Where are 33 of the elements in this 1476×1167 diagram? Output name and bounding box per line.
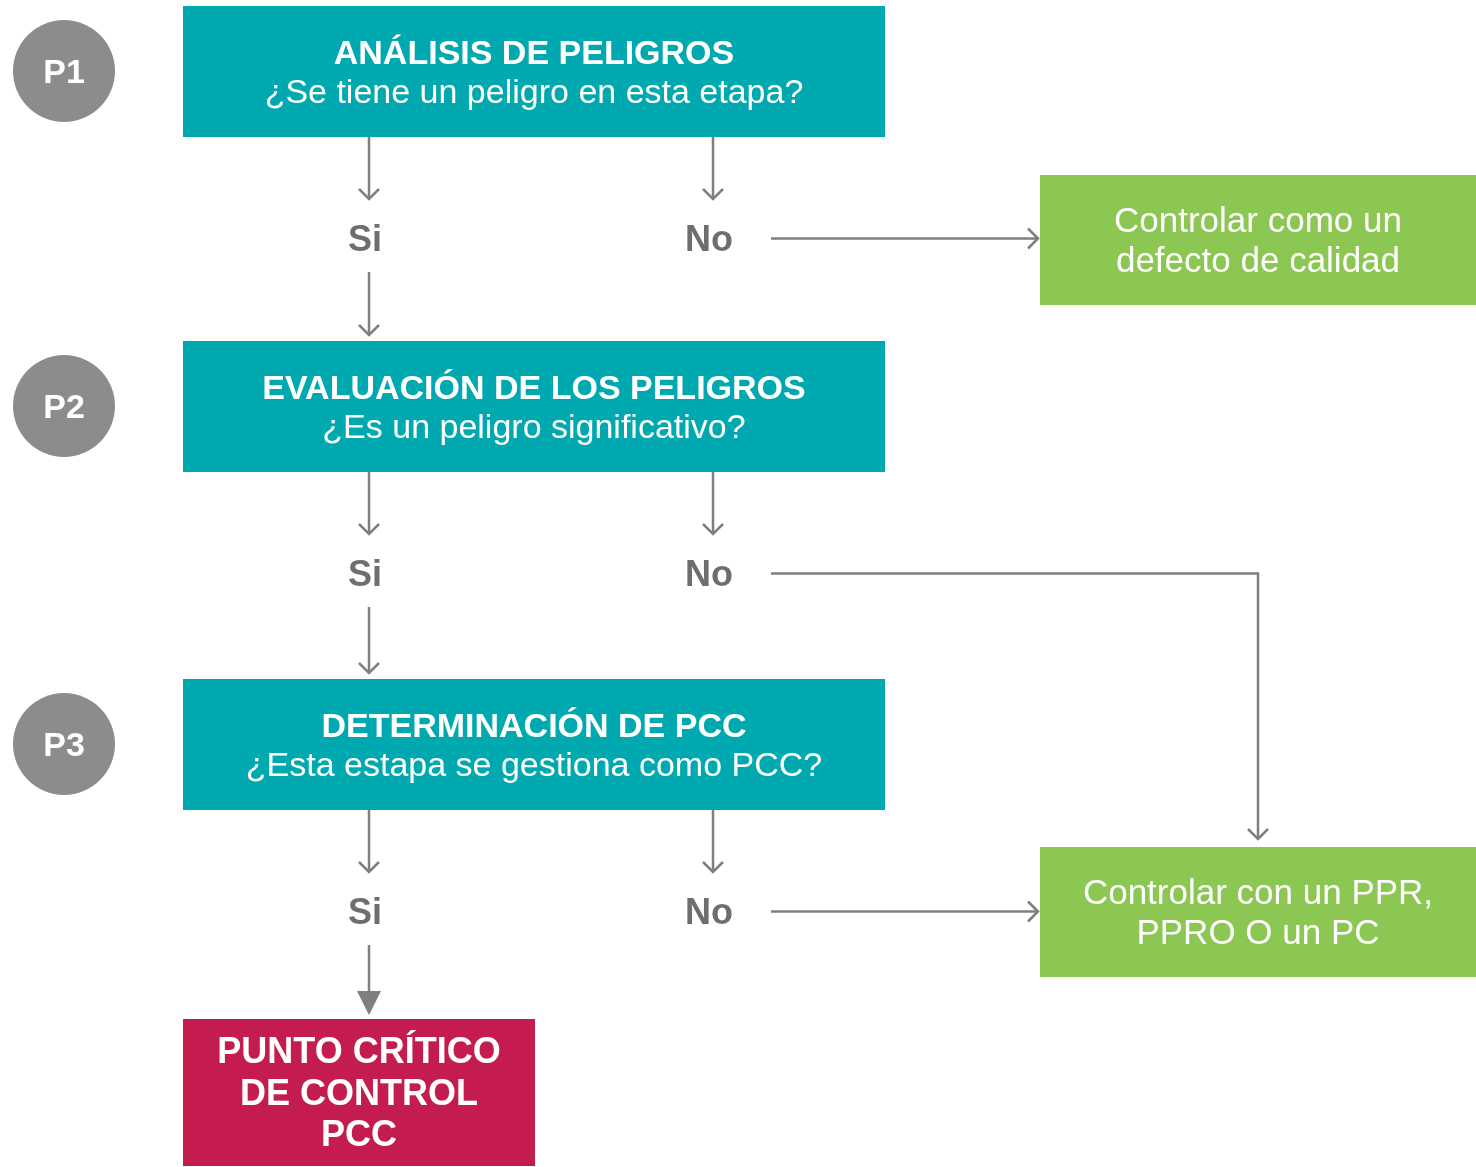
arrow [771, 227, 1040, 250]
answer-label: Si [335, 540, 395, 607]
answer-label: No [675, 205, 743, 272]
box-heading: EVALUACIÓN DE LOS PELIGROS [262, 367, 806, 407]
process-box [183, 679, 885, 810]
step-badge: P2 [13, 355, 115, 457]
answer-label: No [675, 878, 743, 945]
arrow [357, 810, 381, 874]
arrow [701, 810, 725, 874]
process-box [183, 341, 885, 472]
box-heading: DETERMINACIÓN DE PCC [321, 705, 747, 745]
arrow [357, 472, 381, 536]
step-badge: P1 [13, 20, 115, 122]
box-question: ¿Es un peligro significativo? [322, 406, 746, 446]
process-box [183, 6, 885, 137]
arrow [771, 900, 1040, 923]
box-question: ¿Se tiene un peligro en esta etapa? [264, 71, 804, 111]
arrow [357, 607, 381, 675]
answer-label: Si [335, 205, 395, 272]
outcome-box: Controlar con un PPR, PPRO O un PC [1040, 847, 1476, 977]
result-box: PUNTO CRÍTICO DE CONTROL PCC [183, 1019, 535, 1166]
step-badge: P3 [13, 693, 115, 795]
arrow [357, 945, 381, 1015]
arrow [701, 137, 725, 201]
box-heading: ANÁLISIS DE PELIGROS [333, 32, 735, 72]
arrow [357, 137, 381, 201]
answer-label: No [675, 540, 743, 607]
box-question: ¿Esta estapa se gestiona como PCC? [245, 744, 823, 784]
answer-label: Si [335, 878, 395, 945]
arrow [357, 272, 381, 337]
outcome-box: Controlar como un defecto de calidad [1040, 175, 1476, 305]
arrow [771, 572, 1270, 841]
arrow [701, 472, 725, 536]
